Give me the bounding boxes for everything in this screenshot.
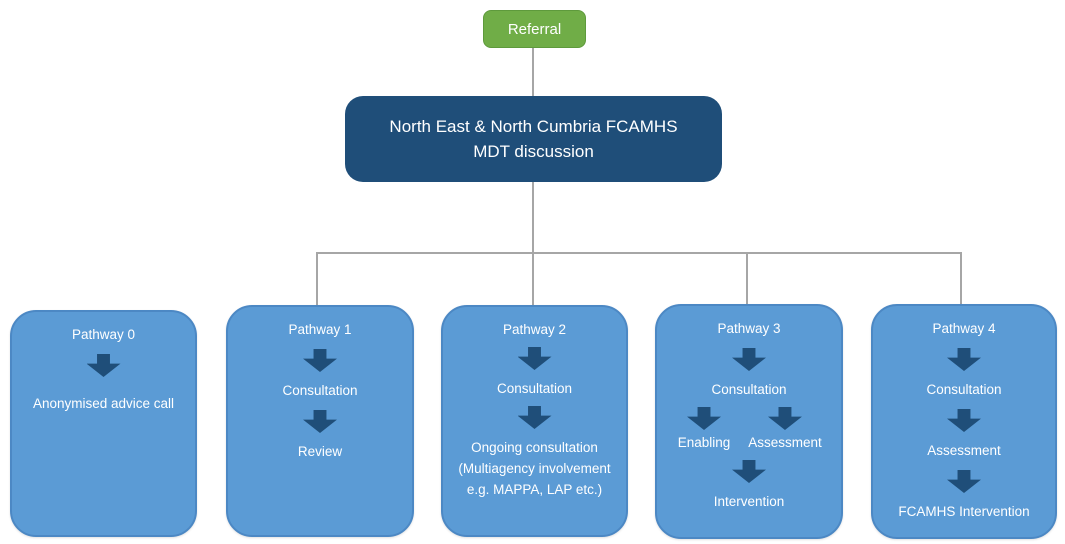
pathway-4-step-consultation: Consultation <box>926 382 1002 397</box>
connector-drop-pathway-4 <box>960 252 962 306</box>
down-arrow-icon <box>517 347 552 370</box>
down-arrow-icon <box>687 407 722 430</box>
pathway-3-title: Pathway 3 <box>717 321 781 336</box>
connector-mdt-to-pathway-2 <box>532 182 534 306</box>
down-arrow-icon <box>517 406 552 429</box>
referral-node: Referral <box>483 10 586 48</box>
pathway-1-step-consultation: Consultation <box>282 383 358 398</box>
down-arrow-icon <box>86 354 121 377</box>
down-arrow-icon <box>947 348 981 371</box>
pathway-4-step-assessment: Assessment <box>927 443 1001 458</box>
down-arrow-icon <box>947 470 981 493</box>
down-arrow-icon <box>767 407 802 430</box>
pathway-0-step-advice-call: Anonymised advice call <box>32 396 175 411</box>
pathway-1-title: Pathway 1 <box>288 322 352 337</box>
pathway-2-card: Pathway 2 Consultation Ongoing consultat… <box>441 305 628 537</box>
pathway-1-step-review: Review <box>297 444 343 459</box>
pathway-4-step-fcamhs-intervention: FCAMHS Intervention <box>898 504 1030 519</box>
pathway-3-step-consultation: Consultation <box>711 382 787 397</box>
down-arrow-icon <box>732 348 766 371</box>
pathway-3-branch: Enabling Assessment <box>668 407 830 452</box>
pathway-4-card: Pathway 4 Consultation Assessment FCAMHS… <box>871 304 1057 539</box>
pathway-0-card: Pathway 0 Anonymised advice call <box>10 310 197 537</box>
referral-label: Referral <box>507 20 562 38</box>
down-arrow-icon <box>303 410 337 433</box>
pathway-3-step-intervention: Intervention <box>713 494 785 509</box>
down-arrow-icon <box>303 349 337 372</box>
pathway-0-title: Pathway 0 <box>71 327 136 342</box>
mdt-discussion-node: North East & North Cumbria FCAMHS MDT di… <box>345 96 722 182</box>
connector-horizontal-bus <box>316 252 962 254</box>
pathway-1-card: Pathway 1 Consultation Review <box>226 305 414 537</box>
pathway-4-title: Pathway 4 <box>932 321 996 336</box>
pathway-3-step-assessment: Assessment <box>748 435 822 450</box>
down-arrow-icon <box>732 460 766 483</box>
pathway-2-title: Pathway 2 <box>502 322 567 337</box>
connector-drop-pathway-1 <box>316 252 318 306</box>
mdt-label-line2: MDT discussion <box>473 142 594 161</box>
mdt-label-line1: North East & North Cumbria FCAMHS <box>389 117 678 136</box>
pathway-2-step-ongoing-consultation: Ongoing consultation (Multiagency involv… <box>458 440 611 497</box>
pathway-3-card: Pathway 3 Consultation Enabling Assessme… <box>655 304 843 539</box>
down-arrow-icon <box>947 409 981 432</box>
pathway-3-step-enabling: Enabling <box>677 435 731 450</box>
connector-referral-to-mdt <box>532 48 534 96</box>
pathway-2-step-consultation: Consultation <box>496 381 573 396</box>
connector-drop-pathway-3 <box>746 252 748 306</box>
